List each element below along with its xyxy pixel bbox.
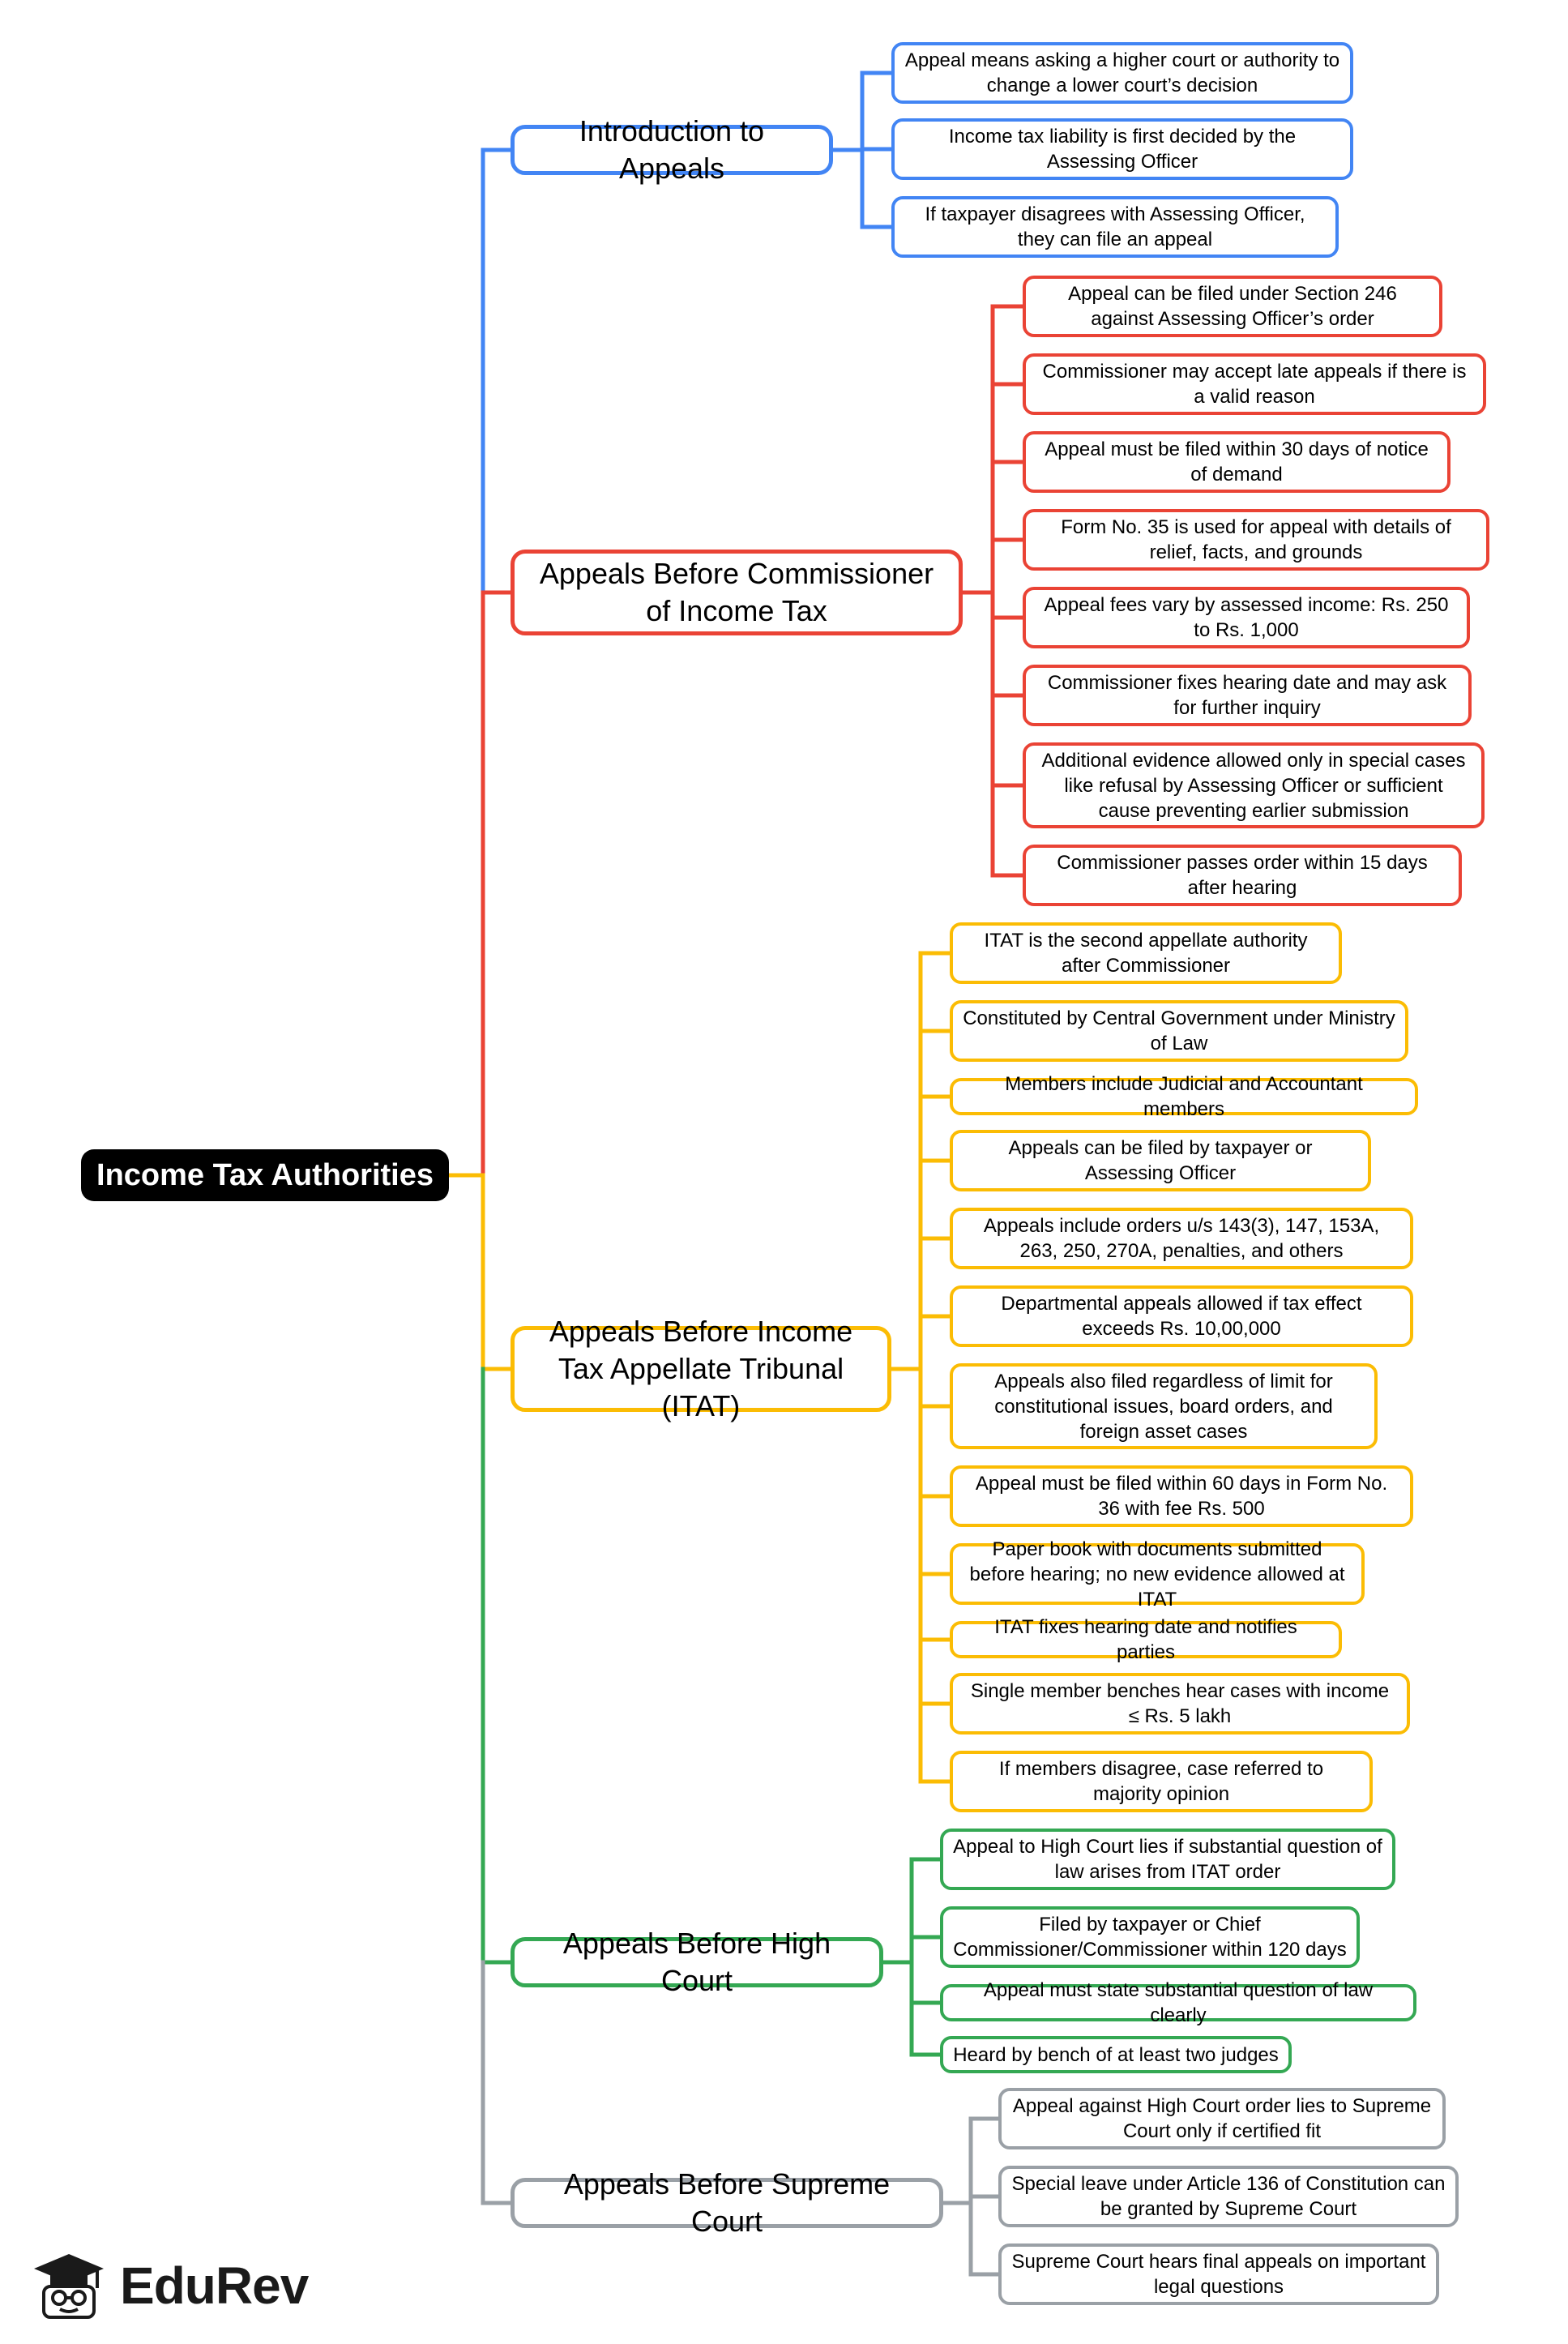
branch-supreme-court: Appeals Before Supreme Court [511,2167,943,2238]
logo-text: EduRev [120,2256,309,2315]
graduate-cap-icon [32,2248,105,2325]
leaf-intro-3: If taxpayer disagrees with Assessing Off… [891,196,1339,258]
leaf-itat-6: Departmental appeals allowed if tax effe… [950,1285,1413,1347]
leaf-itat-7: Appeals also filed regardless of limit f… [950,1363,1378,1449]
leaf-itat-12: If members disagree, case referred to ma… [950,1751,1373,1812]
leaf-supreme-court-3: Supreme Court hears final appeals on imp… [998,2243,1439,2305]
leaf-itat-11: Single member benches hear cases with in… [950,1673,1410,1734]
leaf-commissioner-8: Commissioner passes order within 15 days… [1023,845,1462,906]
root-node: Income Tax Authorities [81,1149,449,1201]
branch-itat: Appeals Before Income Tax Appellate Trib… [511,1315,891,1422]
leaf-high-court-1: Appeal to High Court lies if substantial… [940,1829,1395,1890]
leaf-high-court-4: Heard by bench of at least two judges [940,2036,1292,2073]
leaf-itat-8: Appeal must be filed within 60 days in F… [950,1465,1413,1527]
leaf-supreme-court-1: Appeal against High Court order lies to … [998,2088,1446,2149]
leaf-itat-1: ITAT is the second appellate authority a… [950,922,1342,984]
leaf-intro-1: Appeal means asking a higher court or au… [891,42,1353,104]
leaf-commissioner-3: Appeal must be filed within 30 days of n… [1023,431,1451,493]
leaf-itat-2: Constituted by Central Government under … [950,1000,1408,1062]
leaf-itat-3: Members include Judicial and Accountant … [950,1073,1418,1120]
branch-introduction-to-appeals: Introduction to Appeals [511,114,833,185]
leaf-commissioner-6: Commissioner fixes hearing date and may … [1023,665,1472,726]
leaf-commissioner-1: Appeal can be filed under Section 246 ag… [1023,276,1442,337]
leaf-commissioner-4: Form No. 35 is used for appeal with deta… [1023,509,1489,571]
leaf-intro-2: Income tax liability is first decided by… [891,118,1353,180]
branch-commissioner-of-income-tax: Appeals Before Commissioner of Income Ta… [511,550,963,635]
leaf-commissioner-5: Appeal fees vary by assessed income: Rs.… [1023,587,1470,648]
leaf-itat-9: Paper book with documents submitted befo… [950,1538,1365,1610]
edurev-logo: EduRev [32,2245,324,2326]
branch-high-court: Appeals Before High Court [511,1927,883,1997]
leaf-high-court-3: Appeal must state substantial question o… [940,1979,1416,2026]
leaf-itat-10: ITAT fixes hearing date and notifies par… [950,1616,1342,1663]
leaf-commissioner-2: Commissioner may accept late appeals if … [1023,353,1486,415]
leaf-supreme-court-2: Special leave under Article 136 of Const… [998,2166,1459,2227]
leaf-high-court-2: Filed by taxpayer or Chief Commissioner/… [940,1906,1360,1968]
leaf-itat-5: Appeals include orders u/s 143(3), 147, … [950,1208,1413,1269]
leaf-itat-4: Appeals can be filed by taxpayer or Asse… [950,1130,1371,1191]
leaf-commissioner-7: Additional evidence allowed only in spec… [1023,742,1485,828]
